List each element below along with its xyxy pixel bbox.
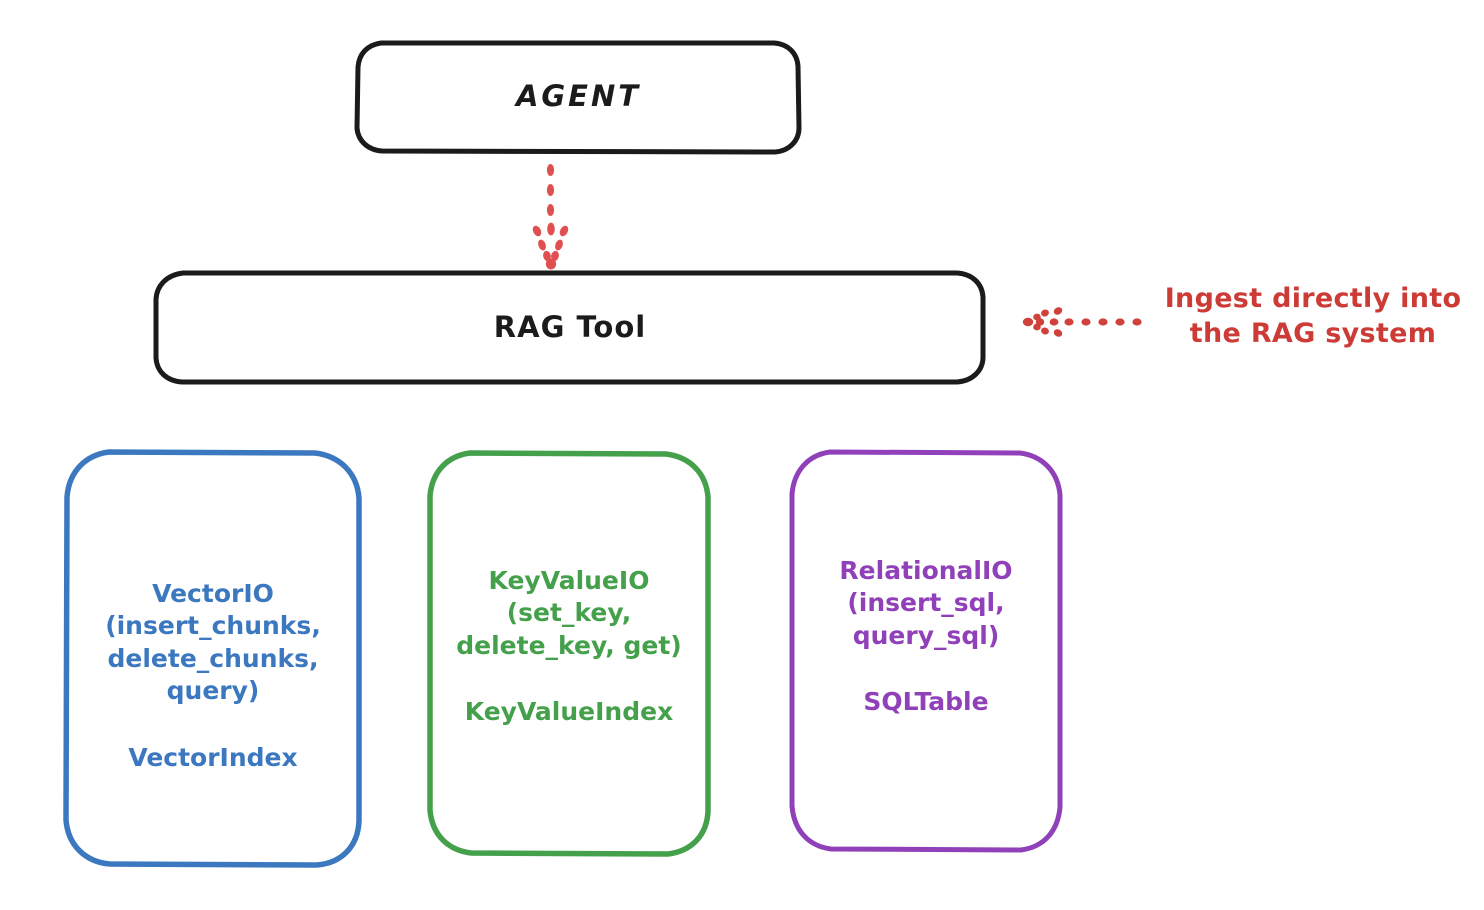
node-key-value-io[interactable]: KeyValueIO (set_key, delete_key, get) Ke… [426, 448, 712, 857]
connector-agent-to-rag-tool [532, 164, 569, 270]
node-key-value-io-label: KeyValueIO (set_key, delete_key, get) [456, 565, 682, 660]
relational-io-text-stack: RelationalIO (insert_sql, query_sql) SQL… [839, 555, 1012, 719]
annotation-ingest-directly: Ingest directly into the RAG system [1164, 283, 1462, 350]
node-relational-io[interactable]: RelationalIO (insert_sql, query_sql) SQL… [788, 448, 1064, 853]
node-rag-tool-label: RAG Tool [493, 309, 647, 344]
node-relational-io-label: RelationalIO (insert_sql, query_sql) [839, 555, 1013, 650]
node-agent-label: AGENT [515, 79, 642, 114]
node-vector-io-sublabel: VectorIndex [128, 742, 298, 772]
key-value-io-text-stack: KeyValueIO (set_key, delete_key, get) Ke… [456, 565, 681, 729]
node-vector-io[interactable]: VectorIO (insert_chunks, delete_chunks, … [63, 448, 363, 868]
vector-io-text-stack: VectorIO (insert_chunks, delete_chunks, … [105, 578, 321, 775]
node-rag-tool[interactable]: RAG Tool [153, 270, 987, 385]
node-key-value-io-sublabel: KeyValueIndex [464, 697, 674, 726]
connector-ingest-to-rag-tool [1022, 307, 1142, 337]
node-vector-io-label: VectorIO (insert_chunks, delete_chunks, … [105, 578, 321, 706]
node-relational-io-sublabel: SQLTable [863, 687, 989, 716]
node-agent[interactable]: AGENT [354, 40, 802, 155]
